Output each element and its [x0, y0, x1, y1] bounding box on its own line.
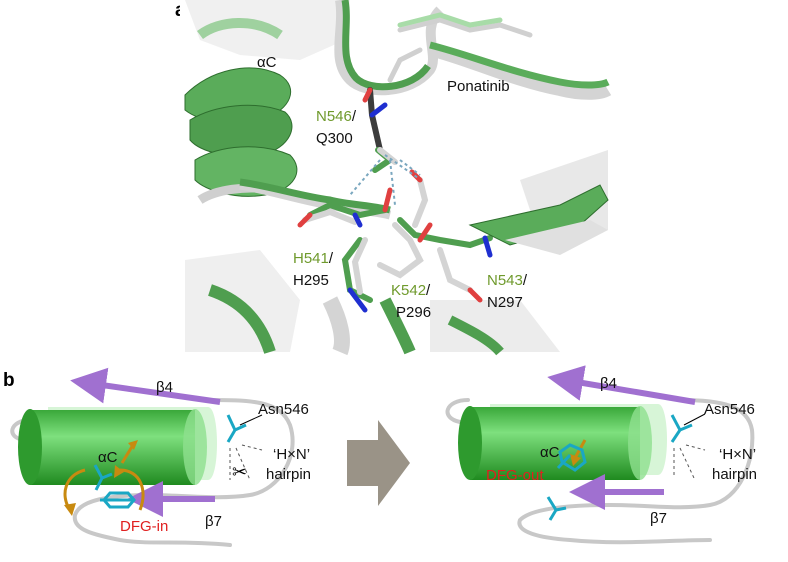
panel-a: a	[175, 0, 612, 356]
n543-slash: /	[523, 272, 528, 289]
hairpin-label-left-2: hairpin	[266, 466, 311, 483]
hairpin-label-right-2: hairpin	[712, 466, 757, 483]
dfg-in-sidechains	[93, 464, 113, 491]
h541-h295-label: H541/	[293, 250, 334, 267]
hairpin-label-left-1: ‘H×N’	[273, 446, 310, 463]
dfg-flip-arrow-right	[119, 468, 145, 511]
alpha-c-label-left: αC	[98, 449, 118, 466]
alpha-c-label-a: αC	[257, 54, 277, 71]
beta7-label-left: β7	[205, 513, 222, 530]
residue-sticks	[297, 87, 493, 313]
schematic-dfg-out	[445, 365, 755, 545]
alpha-c-helix-cartoon	[184, 18, 298, 204]
asn546-label-left: Asn546	[258, 401, 309, 418]
scissors-icon: ✂	[232, 462, 247, 482]
asn546-sidechain-left	[226, 414, 247, 443]
helix-orange-arrow-left	[120, 444, 135, 464]
p296-label: P296	[396, 304, 431, 321]
alpha-c-label-right: αC	[540, 444, 560, 461]
alpha-c-cylinder-right	[458, 404, 667, 480]
k542-label: K542	[391, 282, 426, 299]
hairpin-label-right-1: ‘H×N’	[719, 446, 756, 463]
h295-label: H295	[293, 272, 329, 289]
beta4-arrow-right	[547, 365, 696, 405]
ponatinib-sticks	[387, 12, 533, 83]
hydrogen-bonds	[349, 154, 421, 206]
k542-p296-label: K542/	[391, 282, 431, 299]
panel-b-letter: b	[3, 370, 15, 391]
asn546-sidechain-right	[670, 414, 693, 443]
structure-render	[180, 0, 612, 356]
asn546-label-right: Asn546	[704, 401, 755, 418]
h541-label: H541	[293, 250, 329, 267]
n546-slash: /	[352, 108, 357, 125]
n546-label: N546	[316, 108, 352, 125]
ponatinib-label: Ponatinib	[447, 78, 510, 95]
dfg-in-label: DFG-in	[120, 518, 168, 535]
beta4-label-right: β4	[600, 375, 617, 392]
k542-slash: /	[426, 282, 431, 299]
hairpin-dashes-right	[673, 444, 706, 479]
q300-label: Q300	[316, 130, 353, 147]
panel-b: b ✂	[3, 365, 757, 547]
hairpin-dashes-left	[229, 444, 263, 481]
dfg-out-sidechains	[556, 443, 587, 472]
n546-q300-label: N546/	[316, 108, 357, 125]
schematic-dfg-in: ✂	[10, 367, 295, 547]
n543-n297-label: N543/	[487, 272, 528, 289]
backbone-line-right	[445, 398, 755, 545]
n297-label: N297	[487, 294, 523, 311]
beta4-label-left: β4	[156, 379, 173, 396]
beta7-label-right: β7	[650, 510, 667, 527]
beta4-arrow-left	[70, 367, 221, 405]
dfg-out-label: DFG-out	[486, 467, 544, 484]
transition-arrow	[347, 420, 410, 506]
n543-label: N543	[487, 272, 523, 289]
h541-slash: /	[329, 250, 334, 267]
